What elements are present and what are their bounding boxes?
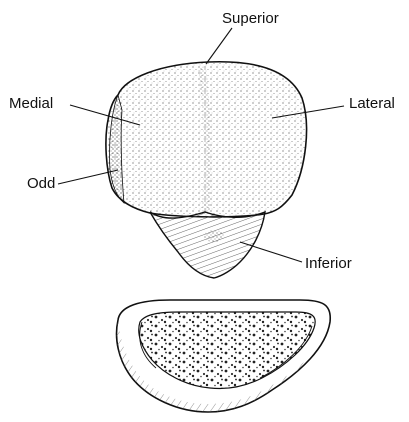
label-superior: Superior xyxy=(222,11,279,26)
label-inferior: Inferior xyxy=(305,256,352,271)
superior-leader-line xyxy=(206,28,232,64)
label-odd: Odd xyxy=(27,176,55,191)
patella-articular-view xyxy=(117,300,331,412)
label-lateral: Lateral xyxy=(349,96,395,111)
patella-anterior-view xyxy=(106,62,307,278)
label-medial: Medial xyxy=(9,96,53,111)
